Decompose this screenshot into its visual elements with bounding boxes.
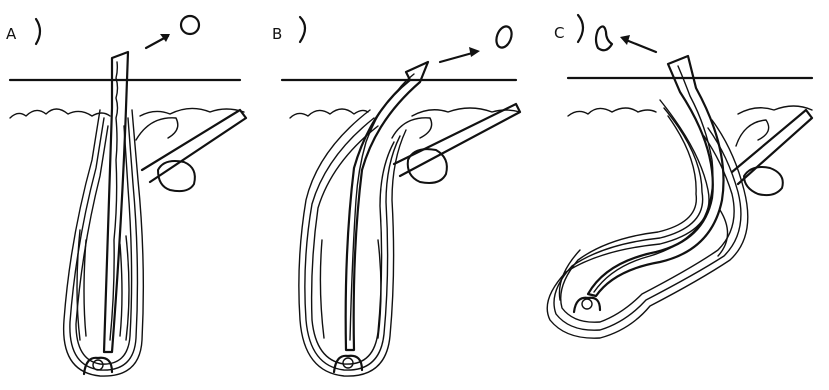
panel-b-label: B [272,25,282,43]
panel-b-gland-duct [392,118,432,138]
panel-a-label-bracket [36,19,40,44]
panel-c-gland-duct [736,120,769,146]
panel-a: A [6,16,246,376]
panel-c-arrow [626,40,656,52]
panel-c: C [547,15,812,338]
panel-c-cross-section-kidney [596,26,612,50]
panel-c-label-bracket [578,15,583,42]
panel-c-arrowhead [620,35,630,45]
panel-a-arrowhead [160,34,170,42]
panel-a-dermal-boundary-left [10,109,110,118]
panel-c-label: C [554,24,564,42]
panel-a-papilla-core [93,360,103,370]
panel-b-follicle-sheath [299,110,406,376]
panel-a-cross-section-round [181,16,199,34]
panel-a-dermal-boundary-right [140,108,244,116]
panel-a-label: A [6,25,17,43]
panel-a-gland-duct [136,118,178,140]
panel-c-dermal-boundary-right [738,106,812,114]
panel-b-cross-section-oval [494,24,515,49]
panel-b-hair-medulla [350,74,414,340]
panel-c-papilla [574,298,600,312]
panel-b-arrowhead [469,47,480,57]
panel-b-dermal-boundary-left [290,109,368,118]
panel-c-sebaceous-gland [744,167,783,195]
panel-b-papilla-core [343,358,353,368]
panel-c-dermal-boundary-left [568,108,656,116]
panel-b-label-bracket [300,17,305,42]
panel-c-papilla-core [582,299,592,309]
panel-b: B [272,17,520,376]
